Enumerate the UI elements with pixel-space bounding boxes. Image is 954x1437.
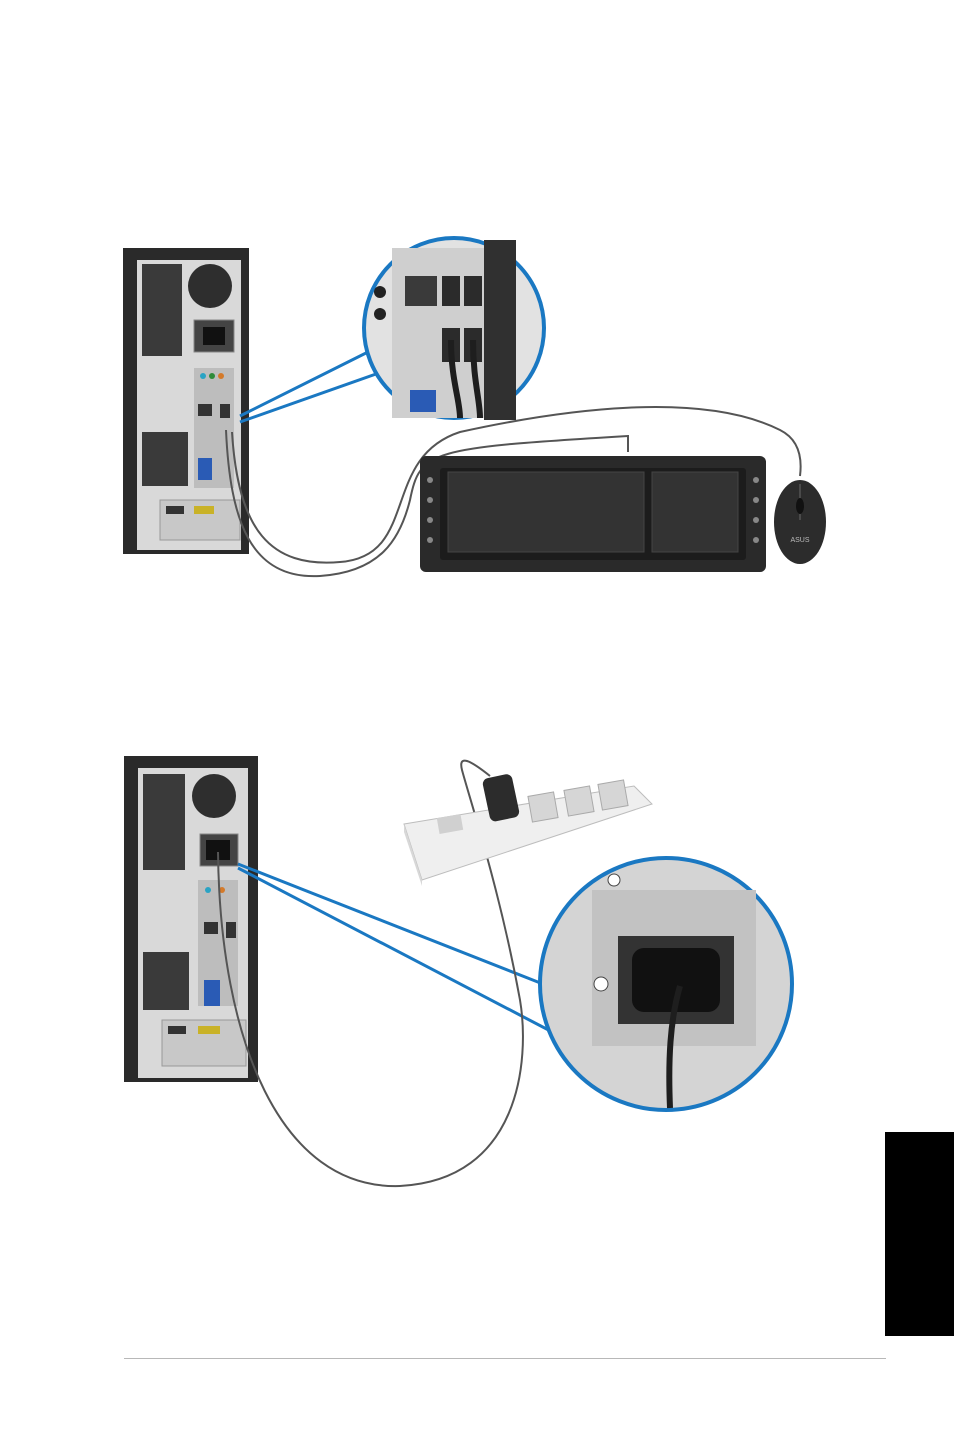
usb-port-icon: [405, 276, 437, 306]
power-cord-svg: [0, 740, 954, 1210]
keyboard-icon: [420, 456, 766, 572]
footer-divider: [124, 1358, 886, 1359]
mouse-brand-logo: ASUS: [790, 537, 809, 544]
power-cord-illustration: [0, 740, 954, 1210]
mouse-icon: ASUS: [774, 480, 826, 564]
usb-port-callout: [364, 238, 544, 420]
keyboard-mouse-svg: ASUS: [0, 200, 954, 620]
desktop-tower-rear-icon: [124, 756, 258, 1082]
keyboard-mouse-illustration: ASUS: [0, 200, 954, 620]
power-socket-callout: [540, 858, 792, 1110]
desktop-tower-rear-icon: [123, 248, 249, 554]
language-section-tab: [885, 1132, 954, 1336]
